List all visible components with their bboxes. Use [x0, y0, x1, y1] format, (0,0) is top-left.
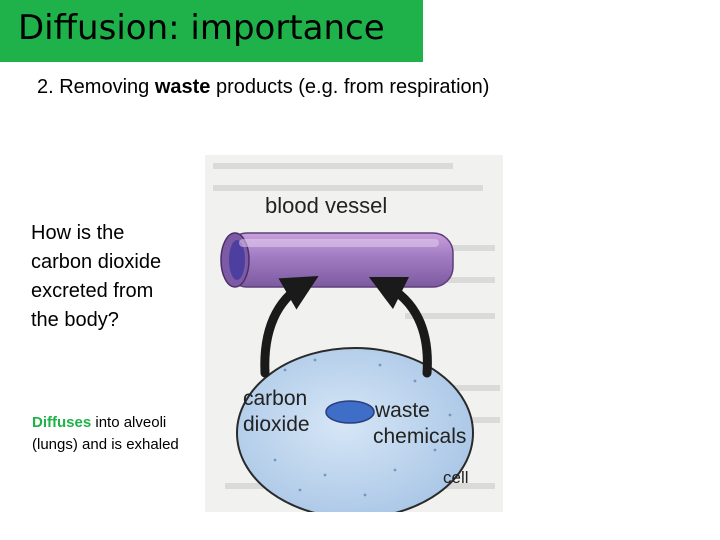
slide-subtitle: 2. Removing waste products (e.g. from re… — [37, 76, 489, 99]
title-bar: Diffusion: importance — [0, 0, 423, 62]
blood-vessel — [221, 233, 453, 287]
diagram-svg: blood vessel carbon dioxide waste chemic… — [205, 155, 503, 512]
question-text: How is the carbon dioxide excreted from … — [31, 219, 171, 335]
diffusion-diagram: blood vessel carbon dioxide waste chemic… — [205, 155, 503, 512]
label-dioxide: dioxide — [243, 413, 310, 436]
label-carbon: carbon — [243, 387, 307, 410]
nucleus — [326, 401, 374, 423]
slide-title: Diffusion: importance — [18, 8, 385, 48]
subtitle-bold-word: waste — [155, 76, 211, 98]
subtitle-prefix: 2. Removing — [37, 76, 155, 98]
subtitle-suffix: products (e.g. from respiration) — [210, 76, 489, 98]
label-blood-vessel: blood vessel — [265, 193, 387, 218]
answer-text: Diffuses into alveoli (lungs) and is exh… — [32, 412, 192, 456]
answer-highlight: Diffuses — [32, 414, 91, 431]
label-cell: cell — [443, 468, 469, 487]
label-chemicals: chemicals — [373, 425, 466, 448]
label-waste: waste — [374, 399, 430, 422]
